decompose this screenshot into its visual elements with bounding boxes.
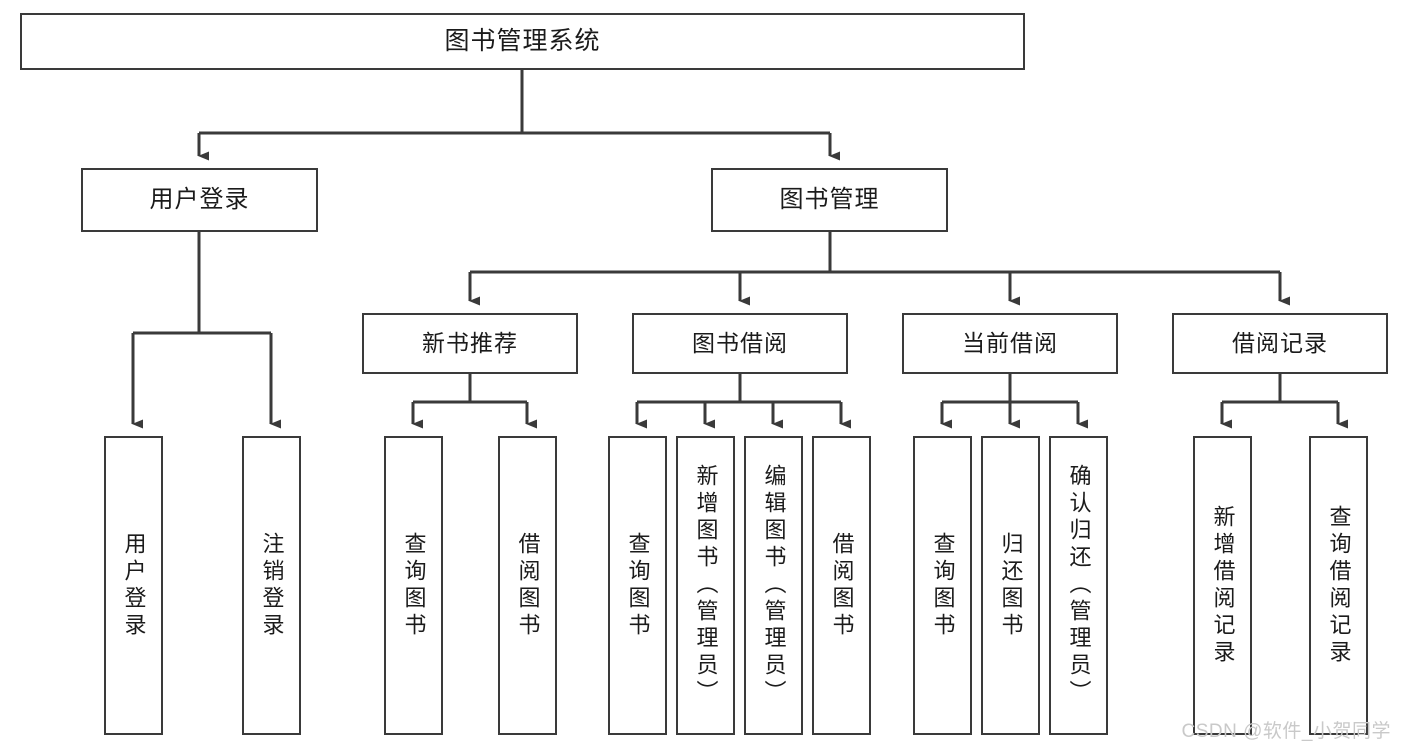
- node-book-management[interactable]: 图书管理: [711, 168, 948, 232]
- leaf-label: 查询借阅记录: [1326, 504, 1352, 667]
- node-current-borrow[interactable]: 当前借阅: [902, 313, 1118, 374]
- node-current-borrow-label: 当前借阅: [962, 329, 1058, 356]
- leaf-label: 新增图书（管理员）: [693, 464, 719, 707]
- node-new-book-recommend-label: 新书推荐: [422, 329, 518, 356]
- leaf-label: 查询图书: [625, 531, 651, 640]
- node-book-borrow-label: 图书借阅: [692, 329, 788, 356]
- node-borrow-record[interactable]: 借阅记录: [1172, 313, 1388, 374]
- leaf-label: 查询图书: [930, 531, 956, 640]
- leaf-new-book-borrow[interactable]: 借阅图书: [498, 436, 557, 735]
- leaf-label: 新增借阅记录: [1210, 504, 1236, 667]
- leaf-label: 编辑图书（管理员）: [761, 464, 787, 707]
- leaf-book-borrow-query[interactable]: 查询图书: [608, 436, 667, 735]
- leaf-label: 查询图书: [401, 531, 427, 640]
- node-borrow-record-label: 借阅记录: [1232, 329, 1328, 356]
- node-book-borrow[interactable]: 图书借阅: [632, 313, 848, 374]
- leaf-label: 借阅图书: [829, 531, 855, 640]
- node-root-label: 图书管理系统: [444, 26, 601, 55]
- leaf-label: 借阅图书: [515, 531, 541, 640]
- leaf-borrow-record-add[interactable]: 新增借阅记录: [1193, 436, 1252, 735]
- node-user-login-label: 用户登录: [149, 185, 250, 213]
- leaf-label: 用户登录: [121, 531, 147, 640]
- node-book-management-label: 图书管理: [779, 185, 880, 213]
- csdn-watermark: CSDN @软件_小贺同学: [1181, 721, 1391, 742]
- leaf-current-borrow-query[interactable]: 查询图书: [913, 436, 972, 735]
- leaf-book-borrow-edit[interactable]: 编辑图书（管理员）: [744, 436, 803, 735]
- leaf-label: 确认归还（管理员）: [1066, 464, 1092, 707]
- leaf-current-borrow-confirm-return[interactable]: 确认归还（管理员）: [1049, 436, 1108, 735]
- node-user-login[interactable]: 用户登录: [81, 168, 318, 232]
- leaf-user-login-logout[interactable]: 注销登录: [242, 436, 301, 735]
- leaf-user-login-login[interactable]: 用户登录: [104, 436, 163, 735]
- leaf-label: 注销登录: [259, 531, 285, 640]
- leaf-book-borrow-borrow[interactable]: 借阅图书: [812, 436, 871, 735]
- node-new-book-recommend[interactable]: 新书推荐: [362, 313, 578, 374]
- leaf-new-book-query[interactable]: 查询图书: [384, 436, 443, 735]
- leaf-label: 归还图书: [998, 531, 1024, 640]
- node-root[interactable]: 图书管理系统: [20, 13, 1025, 70]
- leaf-book-borrow-add[interactable]: 新增图书（管理员）: [676, 436, 735, 735]
- leaf-borrow-record-query[interactable]: 查询借阅记录: [1309, 436, 1368, 735]
- leaf-current-borrow-return[interactable]: 归还图书: [981, 436, 1040, 735]
